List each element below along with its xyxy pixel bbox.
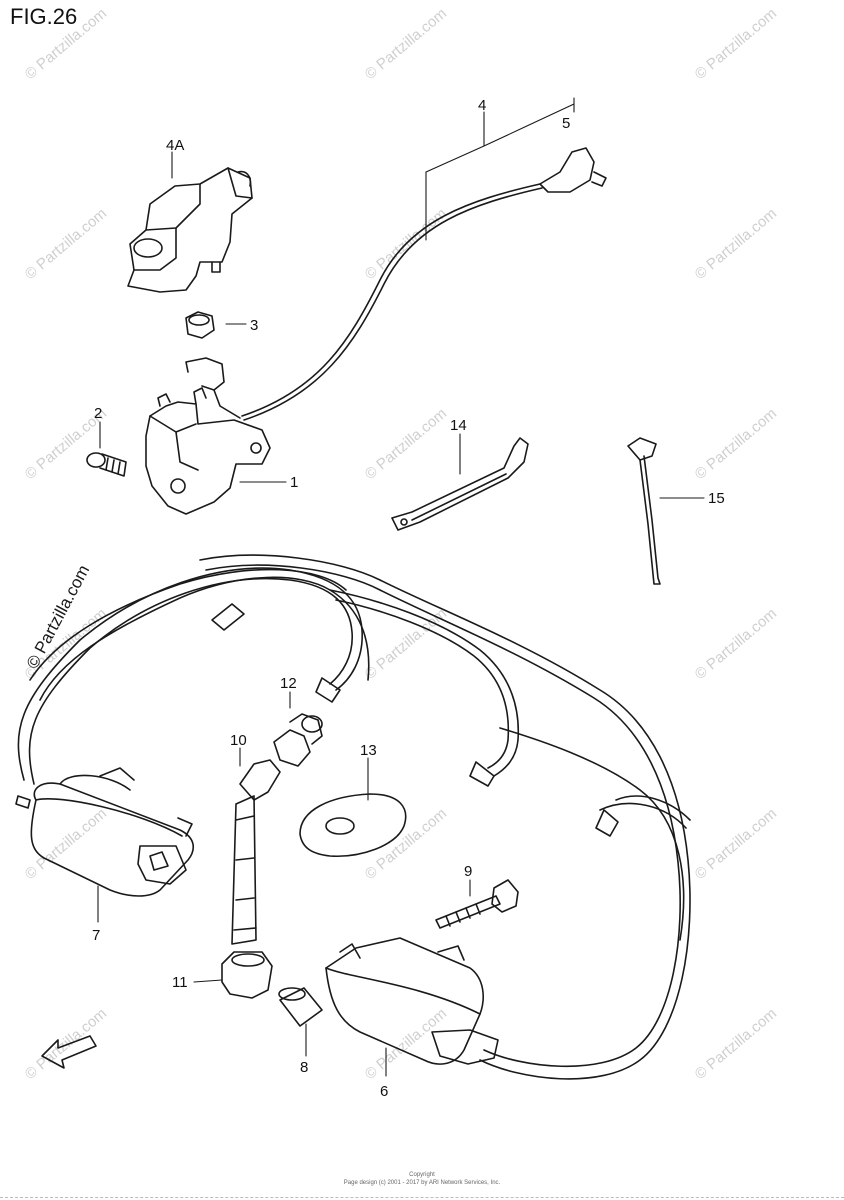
- sleeve-part-8: [278, 987, 323, 1027]
- grommet-part-12: [273, 713, 323, 767]
- callout-2: 2: [94, 405, 102, 422]
- clamp-part-14: [391, 437, 529, 531]
- callout-13: 13: [360, 742, 377, 759]
- watermark-text: © Partzilla.com: [362, 405, 450, 483]
- leader-lines: [97, 97, 705, 1077]
- callout-11: 11: [172, 974, 188, 991]
- ignition-coil-part-6: [325, 937, 499, 1065]
- front-arrow-icon: [41, 1035, 97, 1069]
- watermark-text: © Partzilla.com: [362, 5, 450, 83]
- watermark-text: © Partzilla.com: [22, 5, 110, 83]
- watermark-text: © Partzilla.com: [22, 205, 110, 283]
- bolt-part-9: [435, 879, 519, 929]
- callout-10: 10: [230, 732, 247, 749]
- callout-3: 3: [250, 317, 258, 334]
- callout-4a: 5: [562, 115, 570, 132]
- callout-15: 15: [708, 490, 725, 507]
- watermark-text: © Partzilla.com: [692, 805, 780, 883]
- bottom-divider: [0, 1197, 844, 1198]
- callout-labels: 4A 3 2 1 4 5 14 15 12 10 13 7 9 11 8 6: [92, 97, 725, 1100]
- rubber-cap-part-13: [299, 793, 407, 857]
- callout-6: 6: [380, 1083, 388, 1100]
- callout-1: 1: [290, 474, 298, 491]
- callout-5: 4A: [166, 137, 184, 154]
- plug-cover-part-11: [221, 951, 273, 999]
- watermark-text: © Partzilla.com: [22, 1005, 110, 1083]
- cable-tie-part-15: [627, 437, 661, 585]
- cover-part-5: [127, 167, 253, 293]
- watermark-text: © Partzilla.com: [692, 5, 780, 83]
- watermark-text: © Partzilla.com: [692, 605, 780, 683]
- high-tension-cords: [17, 554, 691, 1080]
- watermark-text: © Partzilla.com: [22, 805, 110, 883]
- footer-design-credit: Page design (c) 2001 - 2017 by ARI Netwo…: [343, 1180, 501, 1186]
- footer-copyright: Copyright: [409, 1172, 435, 1178]
- screw-part-2: [86, 452, 127, 477]
- nut-part-3: [185, 311, 215, 339]
- lead-wire-part-4: [241, 147, 607, 421]
- watermark-text: © Partzilla.com: [692, 1005, 780, 1083]
- callout-12: 12: [280, 675, 297, 692]
- watermark-layer: © Partzilla.com © Partzilla.com © Partzill…: [22, 5, 780, 1083]
- plug-cap-part-10: [231, 759, 281, 945]
- starter-relay-part-1: [145, 357, 271, 515]
- ignition-coil-part-7: [15, 767, 195, 897]
- callout-9: 9: [464, 863, 472, 880]
- figure-title: FIG.26: [10, 4, 78, 29]
- callout-14: 14: [450, 417, 467, 434]
- callout-8: 8: [300, 1059, 308, 1076]
- callout-7: 7: [92, 927, 100, 944]
- callout-4: 4: [478, 97, 486, 114]
- watermark-text: © Partzilla.com: [692, 205, 780, 283]
- watermark-text: © Partzilla.com: [692, 405, 780, 483]
